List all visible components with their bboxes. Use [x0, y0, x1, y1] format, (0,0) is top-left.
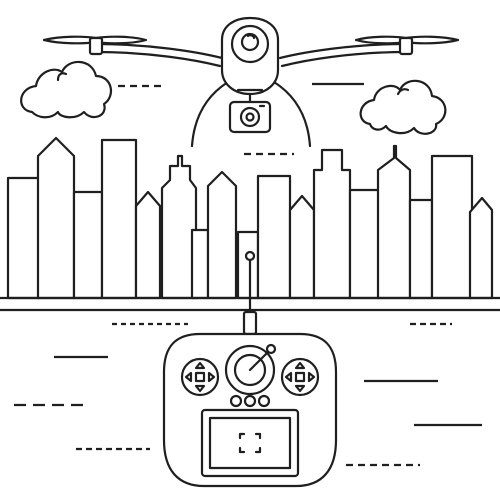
- city-skyline: [0, 136, 500, 312]
- building: [430, 154, 474, 300]
- drone-arm-left-lower: [94, 50, 222, 68]
- right-dpad-icon: [280, 357, 320, 397]
- building: [376, 144, 412, 300]
- building: [468, 196, 494, 300]
- building: [256, 174, 292, 300]
- left-dpad-icon: [180, 357, 220, 397]
- building: [100, 138, 138, 300]
- building: [312, 148, 352, 300]
- drone: [42, 16, 460, 148]
- building: [288, 194, 316, 300]
- landing-leg-right: [272, 80, 312, 148]
- drone-arm-right-lower: [280, 50, 408, 68]
- remote-controller: [162, 250, 338, 488]
- controller-screen: [200, 408, 300, 478]
- camera-lens-icon: [239, 106, 261, 128]
- focus-frame-icon: [238, 432, 262, 454]
- building: [206, 170, 238, 300]
- sky-dashes: [118, 82, 364, 156]
- screen-display: [208, 416, 292, 470]
- rotor-left: [42, 35, 148, 56]
- building: [160, 154, 198, 300]
- building: [408, 198, 434, 300]
- rotor-right: [354, 35, 460, 56]
- controller-button: [257, 394, 271, 408]
- drone-sensor-lens: [240, 32, 260, 52]
- building: [348, 188, 382, 300]
- cloud-left: [20, 60, 113, 119]
- cloud-right: [359, 79, 447, 135]
- ground-dashes: [14, 322, 482, 467]
- controller-button: [243, 394, 257, 408]
- antenna-base: [242, 310, 258, 336]
- center-joystick-icon: [224, 343, 277, 396]
- building: [36, 136, 76, 300]
- building: [134, 190, 162, 300]
- landing-leg-left: [190, 80, 230, 148]
- controller-button: [229, 394, 243, 408]
- building: [6, 176, 42, 300]
- antenna-tip: [244, 250, 256, 262]
- building: [190, 228, 210, 300]
- building: [236, 230, 260, 300]
- building: [72, 190, 104, 300]
